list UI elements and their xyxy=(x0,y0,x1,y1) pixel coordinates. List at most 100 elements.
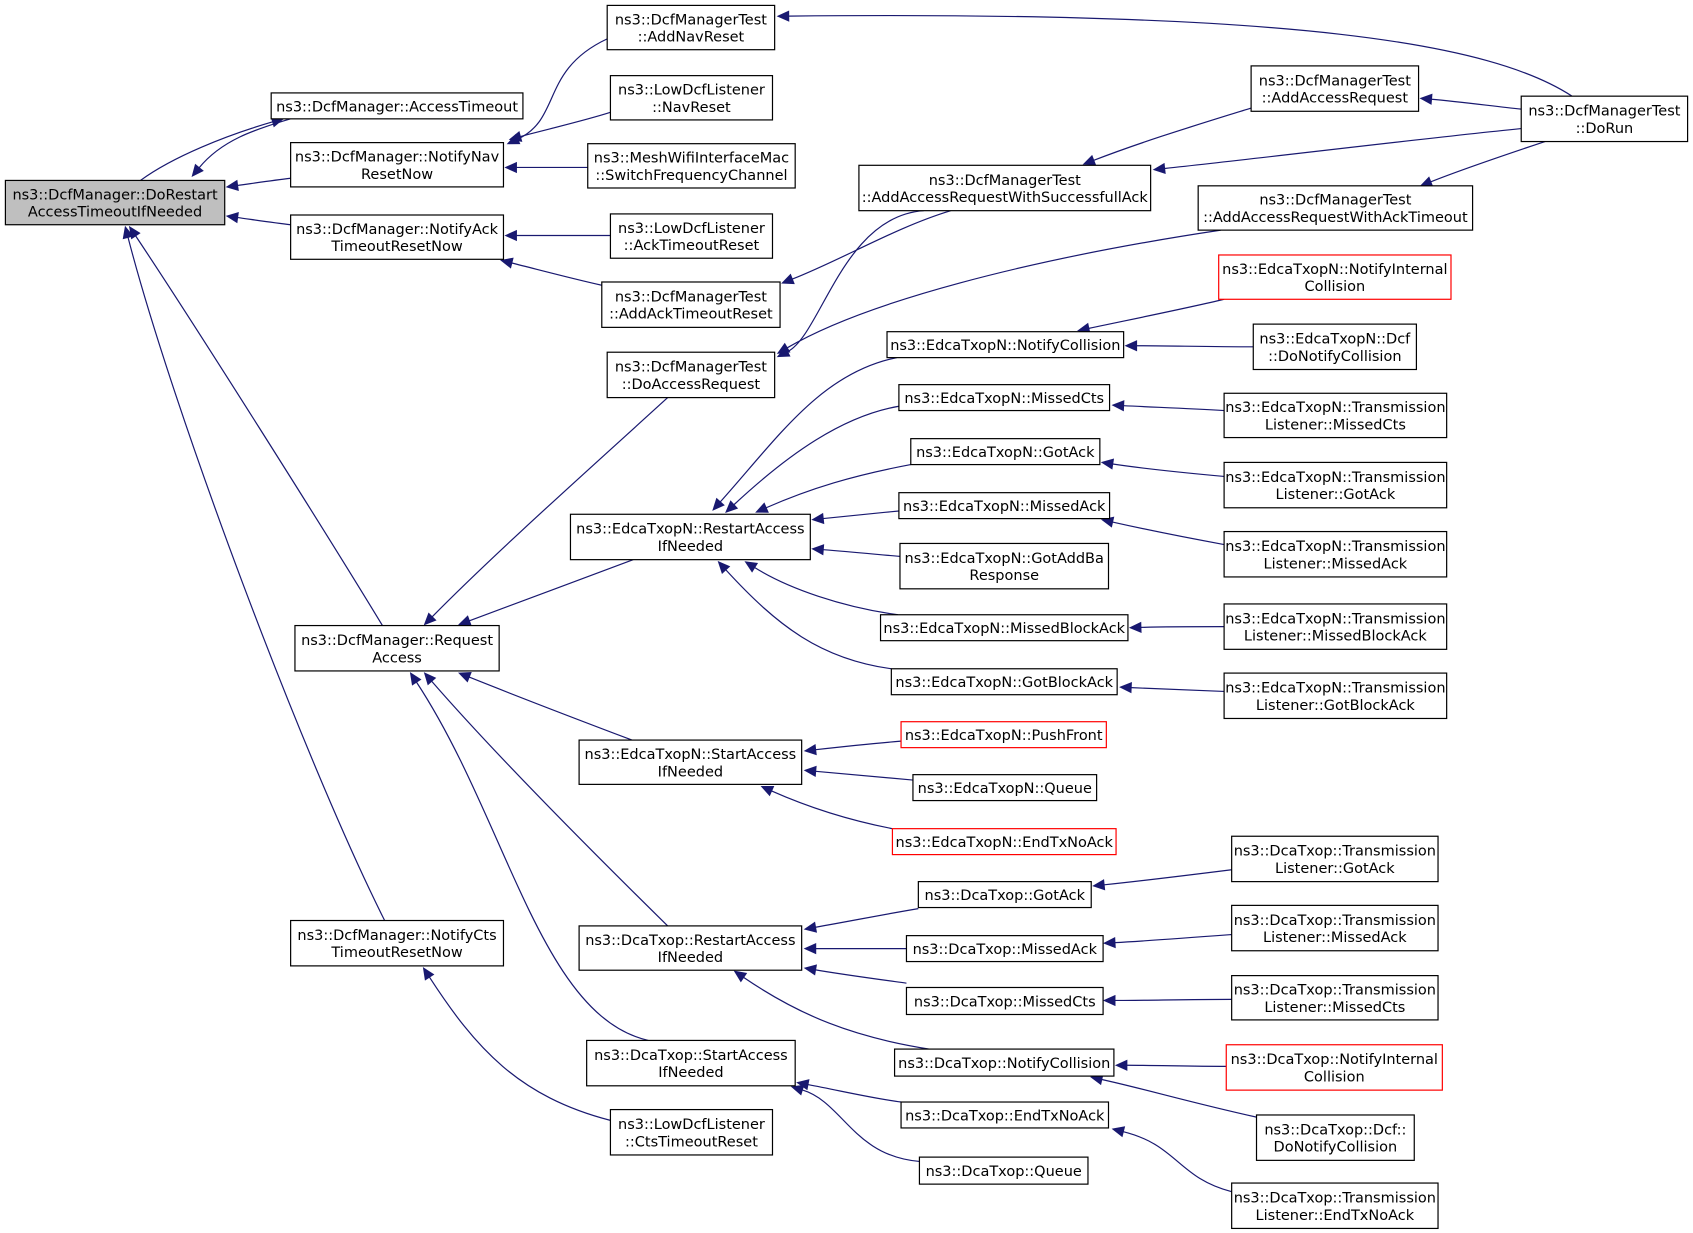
node-lowCtsTimeout[interactable]: ns3::LowDcfListener::CtsTimeoutReset xyxy=(609,1108,774,1156)
node-box[interactable] xyxy=(578,925,803,971)
node-edcaDcfDoNotifyCollision[interactable]: ns3::EdcaTxopN::Dcf::DoNotifyCollision xyxy=(1252,323,1418,371)
node-addAccessReqSucc[interactable]: ns3::DcfManagerTest::AddAccessRequestWit… xyxy=(858,164,1152,212)
node-edcaTLMissedCts[interactable]: ns3::EdcaTxopN::TransmissionListener::Mi… xyxy=(1223,392,1448,439)
node-box[interactable] xyxy=(1225,1044,1443,1091)
node-dcaMissedCts[interactable]: ns3::DcaTxop::MissedCts xyxy=(905,986,1104,1016)
node-box[interactable] xyxy=(290,142,505,188)
node-box[interactable] xyxy=(1231,975,1439,1021)
node-edcaMissedCts[interactable]: ns3::EdcaTxopN::MissedCts xyxy=(898,384,1111,412)
node-dcaTLMissedAck[interactable]: ns3::DcaTxop::TransmissionListener::Miss… xyxy=(1231,904,1439,952)
node-box[interactable] xyxy=(1231,904,1439,952)
node-box[interactable] xyxy=(1223,461,1448,509)
node-box[interactable] xyxy=(1231,1182,1439,1230)
node-edcaPushFront[interactable]: ns3::EdcaTxopN::PushFront xyxy=(900,721,1107,749)
node-dcaTLGotAck[interactable]: ns3::DcaTxop::TransmissionListener::GotA… xyxy=(1231,835,1439,883)
node-box[interactable] xyxy=(891,828,1117,856)
node-box[interactable] xyxy=(893,1048,1115,1077)
node-box[interactable] xyxy=(890,668,1118,696)
node-meshSwitch[interactable]: ns3::MeshWifiInterfaceMac::SwitchFrequen… xyxy=(587,143,796,189)
node-edcaNotifyCollision[interactable]: ns3::EdcaTxopN::NotifyCollision xyxy=(886,331,1125,359)
node-notifyCtsTimeout[interactable]: ns3::DcfManager::NotifyCtsTimeoutResetNo… xyxy=(290,919,505,967)
node-dcaTLMissedCts[interactable]: ns3::DcaTxop::TransmissionListener::Miss… xyxy=(1231,975,1439,1021)
node-box[interactable] xyxy=(606,351,776,399)
node-edcaTLMissedAck[interactable]: ns3::EdcaTxopN::TransmissionListener::Mi… xyxy=(1223,530,1448,578)
node-box[interactable] xyxy=(1223,603,1448,650)
node-addAccessRequest[interactable]: ns3::DcfManagerTest::AddAccessRequest xyxy=(1250,65,1420,112)
node-dcaDcfDoNotifyCollision[interactable]: ns3::DcaTxop::Dcf::DoNotifyCollision xyxy=(1255,1114,1415,1161)
node-box[interactable] xyxy=(912,774,1098,802)
node-box[interactable] xyxy=(1223,530,1448,578)
node-box[interactable] xyxy=(858,164,1152,212)
node-doRun[interactable]: ns3::DcfManagerTest::DoRun xyxy=(1520,95,1689,143)
node-box[interactable] xyxy=(1252,323,1418,371)
node-box[interactable] xyxy=(578,739,803,785)
node-edcaTLMissedBlockAck[interactable]: ns3::EdcaTxopN::TransmissionListener::Mi… xyxy=(1223,603,1448,650)
node-dcaEndTxNoAck[interactable]: ns3::DcaTxop::EndTxNoAck xyxy=(900,1101,1110,1129)
node-edcaTLGotBlockAck[interactable]: ns3::EdcaTxopN::TransmissionListener::Go… xyxy=(1223,672,1448,720)
node-dcaGotAck[interactable]: ns3::DcaTxop::GotAck xyxy=(917,881,1092,909)
node-box[interactable] xyxy=(609,213,774,259)
node-box[interactable] xyxy=(1255,1114,1415,1161)
node-box[interactable] xyxy=(1218,254,1452,300)
node-lowAckTimeout[interactable]: ns3::LowDcfListener::AckTimeoutReset xyxy=(609,213,774,259)
node-edcaQueue[interactable]: ns3::EdcaTxopN::Queue xyxy=(912,774,1098,802)
node-addNavReset[interactable]: ns3::DcfManagerTest::AddNavReset xyxy=(606,4,776,51)
node-dcaTLEndTxNoAck[interactable]: ns3::DcaTxop::TransmissionListener::EndT… xyxy=(1231,1182,1439,1230)
node-box[interactable] xyxy=(586,1039,796,1087)
node-addAccessReqAckTimeout[interactable]: ns3::DcfManagerTest::AddAccessRequestWit… xyxy=(1197,185,1474,231)
node-box[interactable] xyxy=(898,384,1111,412)
node-box[interactable] xyxy=(918,1156,1089,1185)
node-box[interactable] xyxy=(886,331,1125,359)
node-box[interactable] xyxy=(900,1101,1110,1129)
node-box[interactable] xyxy=(270,92,524,120)
node-box[interactable] xyxy=(290,919,505,967)
node-edcaGotBlockAck[interactable]: ns3::EdcaTxopN::GotBlockAck xyxy=(890,668,1118,696)
node-box[interactable] xyxy=(1520,95,1689,143)
node-box[interactable] xyxy=(1197,185,1474,231)
node-box[interactable] xyxy=(609,1108,774,1156)
node-box[interactable] xyxy=(609,75,774,121)
node-dcaMissedAck[interactable]: ns3::DcaTxop::MissedAck xyxy=(905,935,1104,963)
node-box[interactable] xyxy=(917,881,1092,909)
node-lowNavReset[interactable]: ns3::LowDcfListener::NavReset xyxy=(609,75,774,121)
node-box[interactable] xyxy=(1223,672,1448,720)
node-box[interactable] xyxy=(606,4,776,51)
node-dcaQueue[interactable]: ns3::DcaTxop::Queue xyxy=(918,1156,1089,1185)
node-box[interactable] xyxy=(900,721,1107,749)
node-box[interactable] xyxy=(910,438,1101,466)
node-box[interactable] xyxy=(587,143,796,189)
node-box[interactable] xyxy=(879,614,1129,642)
node-doRestart[interactable]: ns3::DcfManager::DoRestartAccessTimeoutI… xyxy=(4,179,226,226)
node-box[interactable] xyxy=(569,513,811,561)
node-box[interactable] xyxy=(905,935,1104,963)
node-box[interactable] xyxy=(898,492,1111,520)
node-box[interactable] xyxy=(1231,835,1439,883)
node-box[interactable] xyxy=(899,542,1110,590)
node-doAccessRequest[interactable]: ns3::DcfManagerTest::DoAccessRequest xyxy=(606,351,776,399)
node-notifyAckTimeout[interactable]: ns3::DcfManager::NotifyAckTimeoutResetNo… xyxy=(290,214,505,260)
node-box[interactable] xyxy=(601,281,781,328)
node-edcaTLGotAck[interactable]: ns3::EdcaTxopN::TransmissionListener::Go… xyxy=(1223,461,1448,509)
node-box[interactable] xyxy=(4,179,226,226)
node-box[interactable] xyxy=(1250,65,1420,112)
node-box[interactable] xyxy=(905,986,1104,1016)
node-box[interactable] xyxy=(290,214,505,260)
node-edcaEndTxNoAck[interactable]: ns3::EdcaTxopN::EndTxNoAck xyxy=(891,828,1117,856)
node-dcaNotifyCollision[interactable]: ns3::DcaTxop::NotifyCollision xyxy=(893,1048,1115,1077)
node-addAckTimeoutReset[interactable]: ns3::DcfManagerTest::AddAckTimeoutReset xyxy=(601,281,781,328)
node-edcaGotAck[interactable]: ns3::EdcaTxopN::GotAck xyxy=(910,438,1101,466)
node-box[interactable] xyxy=(294,624,500,672)
node-accessTimeout[interactable]: ns3::DcfManager::AccessTimeout xyxy=(270,92,524,120)
node-edcaMissedAck[interactable]: ns3::EdcaTxopN::MissedAck xyxy=(898,492,1111,520)
node-box[interactable] xyxy=(1223,392,1448,439)
node-edcaMissedBlockAck[interactable]: ns3::EdcaTxopN::MissedBlockAck xyxy=(879,614,1129,642)
